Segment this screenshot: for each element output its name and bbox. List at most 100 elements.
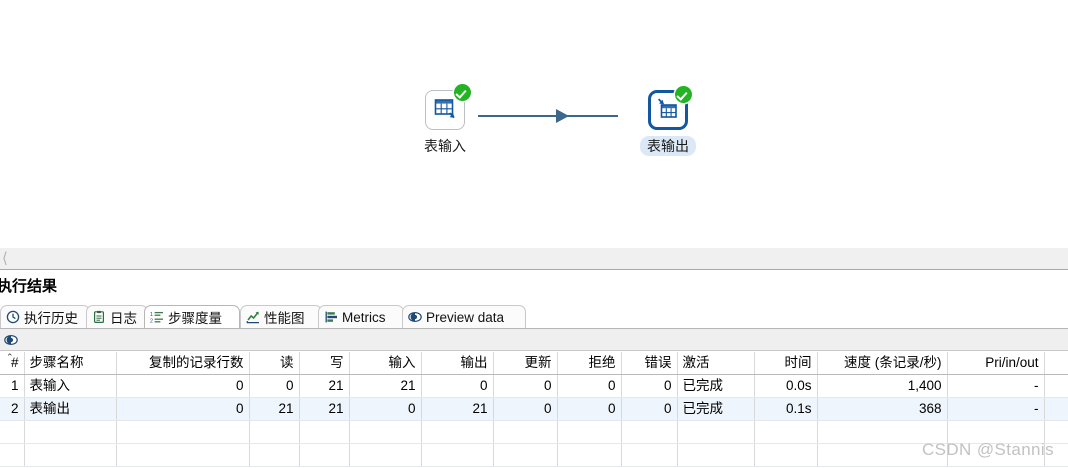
table-cell-empty xyxy=(349,420,422,444)
table-column-header-label: 复制的记录行数 xyxy=(149,355,244,370)
table-column-header-label: 写 xyxy=(330,355,344,370)
node-label: 表输出 xyxy=(640,136,696,156)
table-cell-step: 表输出 xyxy=(24,397,117,421)
performance-chart-icon xyxy=(246,310,260,324)
table-column-header-rejected[interactable]: 拒绝 xyxy=(557,352,622,375)
step-metrics-table: ⌃#步骤名称 复制的记录行数 读 写输入 输出 更新 拒绝 错误激活 时间 速度 (条记录/秒) P… xyxy=(0,352,1068,467)
table-column-header-label: # xyxy=(10,355,19,370)
table-cell-rejected: 0 xyxy=(557,397,622,421)
table-column-header-label: 拒绝 xyxy=(588,355,616,370)
table-cell-written: 21 xyxy=(299,397,350,421)
table-cell-output: 0 xyxy=(421,374,494,398)
table-cell-empty xyxy=(493,420,558,444)
table-row-empty[interactable] xyxy=(0,443,1068,467)
table-column-header-copied[interactable]: 复制的记录行数 xyxy=(116,352,250,375)
table-cell-empty xyxy=(754,420,818,444)
table-cell-empty xyxy=(1044,443,1068,467)
table-column-header-errors[interactable]: 错误 xyxy=(621,352,678,375)
table-cell-copied: 0 xyxy=(116,397,250,421)
table-cell-empty xyxy=(421,420,494,444)
tab-label: 性能图 xyxy=(264,311,305,326)
table-column-header-label: 错误 xyxy=(644,355,672,370)
table-column-header-step[interactable]: 步骤名称 xyxy=(24,352,117,375)
table-column-header-updated[interactable]: 更新 xyxy=(493,352,558,375)
tab-preview-data[interactable]: Preview data xyxy=(402,305,526,328)
table-column-header-speed[interactable]: 速度 (条记录/秒) xyxy=(817,352,948,375)
table-cell-empty xyxy=(116,420,250,444)
table-cell-empty xyxy=(493,443,558,467)
table-cell-empty xyxy=(947,420,1045,444)
canvas-node-table-input[interactable]: 表输入 xyxy=(409,84,481,156)
table-column-header-read[interactable]: 读 xyxy=(249,352,300,375)
tab-log[interactable]: 日志 xyxy=(86,305,148,328)
table-column-header-label: 读 xyxy=(280,355,294,370)
table-column-header-written[interactable]: 写 xyxy=(299,352,350,375)
table-column-header-input[interactable]: 输入 xyxy=(349,352,422,375)
tab-metrics[interactable]: Metrics xyxy=(318,305,404,328)
step-metrics-table-container[interactable]: ⌃#步骤名称 复制的记录行数 读 写输入 输出 更新 拒绝 错误激活 时间 速度 (条记录/秒) P… xyxy=(0,352,1068,468)
chevron-left-icon[interactable]: ⟨ xyxy=(2,250,8,267)
table-column-header-label: 速度 (条记录/秒) xyxy=(844,355,942,370)
table-cell-empty xyxy=(557,420,622,444)
tab-execution-history[interactable]: 执行历史 xyxy=(0,305,90,328)
canvas-node-table-output[interactable]: 表输出 xyxy=(632,86,704,156)
table-cell-empty xyxy=(621,420,678,444)
table-header-row: ⌃#步骤名称 复制的记录行数 读 写输入 输出 更新 拒绝 错误激活 时间 速度 (条记录/秒) P… xyxy=(0,352,1068,375)
right-arrow-icon xyxy=(556,109,569,123)
node-status-success-icon xyxy=(675,86,692,103)
tab-step-metrics[interactable]: 1 2 步骤度量 xyxy=(144,305,240,328)
table-column-header-pri[interactable]: Pri/in/out xyxy=(947,352,1045,375)
metrics-table-toolbar[interactable] xyxy=(0,329,1068,351)
table-input-icon xyxy=(432,96,458,125)
history-clock-icon xyxy=(6,310,20,324)
table-column-header-active[interactable]: 激活 xyxy=(677,352,755,375)
table-cell-empty xyxy=(0,443,25,467)
table-column-header-time[interactable]: 时间 xyxy=(754,352,818,375)
tab-label: Metrics xyxy=(342,309,386,325)
table-cell-empty xyxy=(0,420,25,444)
execution-results-panel: 执行结果 执行历史 日志 xyxy=(0,271,1068,468)
table-cell-errors: 0 xyxy=(621,397,678,421)
results-tab-bar[interactable]: 执行历史 日志 1 2 xyxy=(0,305,1068,329)
node-box[interactable] xyxy=(425,84,471,130)
table-column-header-num[interactable]: ⌃# xyxy=(0,352,25,375)
transformation-canvas[interactable]: 表输入 表输出 xyxy=(0,0,1068,248)
tab-performance-graph[interactable]: 性能图 xyxy=(240,305,322,328)
table-row-empty[interactable] xyxy=(0,420,1068,444)
table-cell-time: 0.0s xyxy=(754,374,818,398)
table-cell-empty xyxy=(557,443,622,467)
table-cell-empty xyxy=(249,420,300,444)
table-cell-empty xyxy=(817,443,948,467)
panel-splitter[interactable]: ⟨ xyxy=(0,248,1068,270)
svg-text:2: 2 xyxy=(150,318,153,324)
table-cell-updated: 0 xyxy=(493,397,558,421)
table-cell-read: 0 xyxy=(249,374,300,398)
node-status-success-icon xyxy=(454,84,471,101)
table-cell-empty xyxy=(24,443,117,467)
table-column-header-label: 更新 xyxy=(524,355,552,370)
table-cell-written: 21 xyxy=(299,374,350,398)
page-title: 执行结果 xyxy=(0,278,58,295)
step-metrics-icon: 1 2 xyxy=(150,310,164,324)
table-column-header-label: 时间 xyxy=(784,355,812,370)
log-clipboard-icon xyxy=(92,310,106,324)
table-output-icon xyxy=(655,96,681,125)
table-cell-speed: 368 xyxy=(817,397,948,421)
hop-line[interactable] xyxy=(478,115,618,117)
table-cell-empty xyxy=(421,443,494,467)
node-box[interactable] xyxy=(648,86,692,130)
table-cell-active: 已完成 xyxy=(677,397,755,421)
table-cell-empty xyxy=(677,443,755,467)
table-column-header-label: 输出 xyxy=(460,355,488,370)
tab-label: 日志 xyxy=(110,311,137,326)
tab-label: Preview data xyxy=(426,309,505,325)
table-column-header-tail[interactable] xyxy=(1044,352,1068,375)
table-cell-speed: 1,400 xyxy=(817,374,948,398)
table-cell-copied: 0 xyxy=(116,374,250,398)
table-column-header-output[interactable]: 输出 xyxy=(421,352,494,375)
preview-eye-icon[interactable] xyxy=(4,333,18,347)
table-cell-errors: 0 xyxy=(621,374,678,398)
